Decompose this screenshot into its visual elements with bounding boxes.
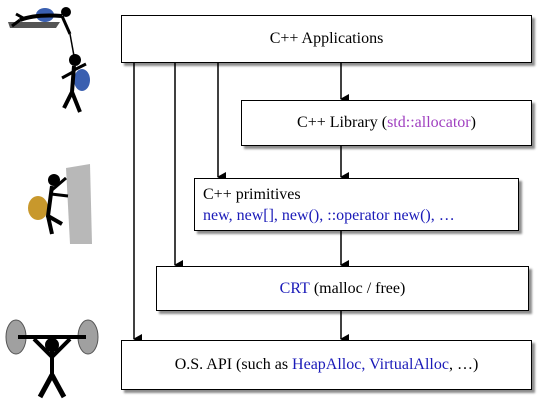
cpp-applications-box: C++ Applications — [121, 15, 532, 63]
weightlifter-icon — [5, 319, 99, 399]
rock-climber-icon — [28, 164, 92, 244]
os-api-suffix: , …) — [448, 356, 479, 373]
crt-box: CRT (malloc / free) — [156, 266, 529, 311]
std-allocator-label: std::allocator — [387, 114, 471, 131]
cpp-library-box: C++ Library (std::allocator) — [241, 100, 532, 146]
os-api-functions: HeapAlloc, VirtualAlloc — [292, 356, 449, 373]
crt-suffix: (malloc / free) — [309, 279, 406, 297]
cpp-primitives-title: C++ primitives — [203, 186, 301, 203]
os-api-box: O.S. API (such as HeapAlloc, VirtualAllo… — [121, 340, 532, 390]
cpp-primitives-list: new, new[], new(), ::operator new(), … — [203, 207, 455, 224]
cpp-primitives-box: C++ primitives new, new[], new(), ::oper… — [194, 178, 519, 231]
cpp-library-suffix: ) — [470, 114, 476, 131]
crt-label: CRT — [279, 279, 310, 297]
os-api-prefix: O.S. API (such as — [174, 356, 293, 373]
cpp-library-prefix: C++ Library ( — [297, 114, 388, 131]
climbers-icon — [8, 7, 90, 113]
cpp-applications-label: C++ Applications — [269, 30, 384, 47]
